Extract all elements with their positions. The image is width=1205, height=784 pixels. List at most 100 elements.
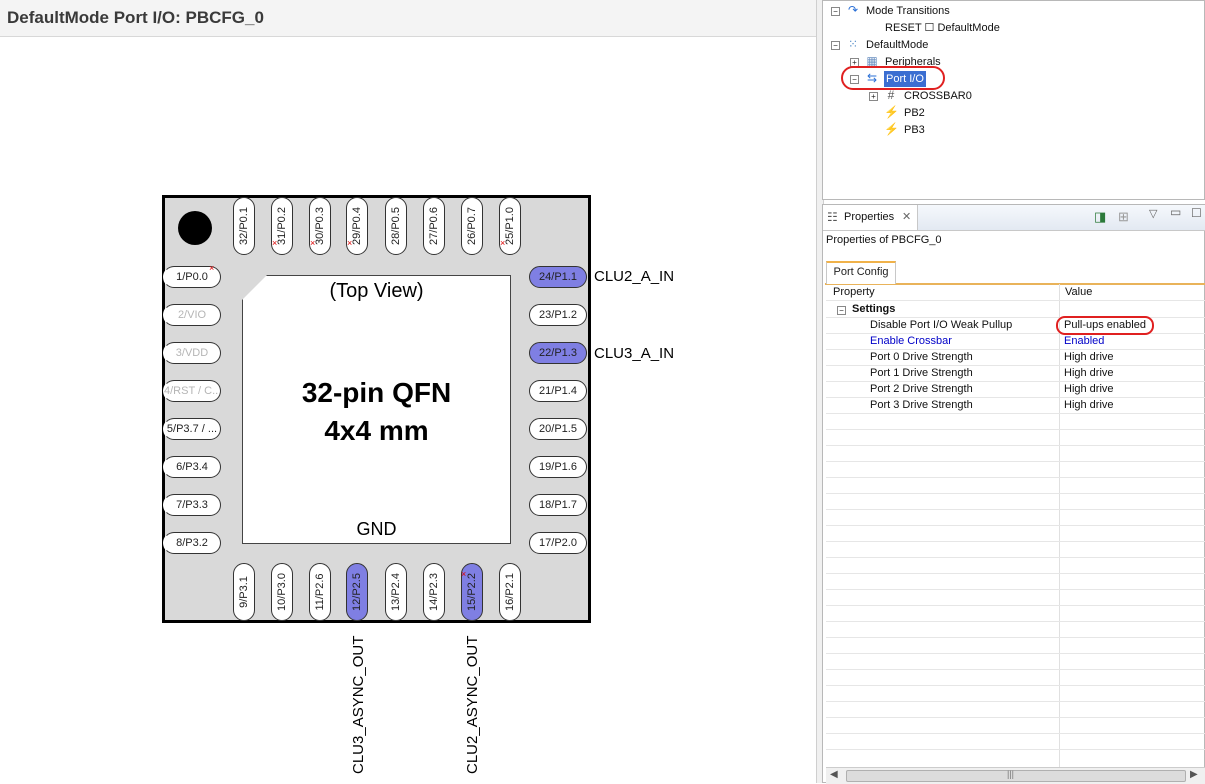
pin-9-p3-1[interactable]: 9/P3.1 [233,563,255,621]
scroll-right-icon[interactable]: ▶ [1190,769,1198,780]
pin-8-p3-2[interactable]: 8/P3.2 [163,532,221,554]
tree-item-pb3[interactable]: PB3 [904,124,925,136]
pin-20-p1-5[interactable]: 20/P1.5 [529,418,587,440]
property-name[interactable]: Disable Port I/O Weak Pullup [870,319,1013,331]
property-value[interactable]: High drive [1064,367,1114,379]
collapse-toggle-icon[interactable]: − [837,306,846,315]
scroll-left-icon[interactable]: ◀ [830,769,838,780]
row-divider [826,365,1205,366]
pin-19-p1-6[interactable]: 19/P1.6 [529,456,587,478]
pin-10-p3-0[interactable]: 10/P3.0 [271,563,293,621]
editor-title: DefaultMode Port I/O: PBCFG_0 [7,8,264,27]
row-divider [826,317,1205,318]
pin-21-p1-4[interactable]: 21/P1.4 [529,380,587,402]
pin-29-p0-4[interactable]: 29/P0.4 [346,197,368,255]
filter-icon[interactable]: ⊞ [1118,209,1129,224]
tree-item-port-io[interactable]: Port I/O [884,71,926,87]
pin-12-p2-5[interactable]: 12/P2.5 [346,563,368,621]
pin-7-p3-3[interactable]: 7/P3.3 [163,494,221,516]
port-io-icon: ⇆ [866,71,878,85]
tab-port-config[interactable]: Port Config [826,261,896,284]
pin-3-vdd[interactable]: 3/VDD [163,342,221,364]
pin-label: 26/P0.7 [466,207,478,245]
row-divider [826,493,1205,494]
property-name[interactable]: Enable Crossbar [870,335,952,347]
crossbar-grid-icon: # [887,88,895,102]
pin-5-p3-7[interactable]: 5/P3.7 / ... [163,418,221,440]
tree-item-crossbar0[interactable]: CROSSBAR0 [904,90,972,102]
pin-14-p2-3[interactable]: 14/P2.3 [423,563,445,621]
pin-30-p0-3[interactable]: 30/P0.3 [309,197,331,255]
property-name[interactable]: Port 3 Drive Strength [870,399,973,411]
row-divider [826,541,1205,542]
pin-23-p1-2[interactable]: 23/P1.2 [529,304,587,326]
pin-1-p0-0[interactable]: 1/P0.0 [163,266,221,288]
signal-clu2-a-in: CLU2_A_IN [594,268,675,285]
property-name[interactable]: Port 1 Drive Strength [870,367,973,379]
tree-item-reset-transition[interactable]: RESET ☐ DefaultMode [885,22,1000,34]
collapse-toggle-icon[interactable]: − [831,7,840,16]
highlight-callout [1056,316,1154,335]
pin-label: 29/P0.4 [351,207,363,245]
scroll-thumb[interactable]: ||| [846,769,1186,782]
pin-label: 31/P0.2 [276,207,288,245]
pin-11-p2-6[interactable]: 11/P2.6 [309,563,331,621]
package-size: 4x4 mm [324,415,429,446]
expand-toggle-icon[interactable]: + [869,92,878,101]
column-header-value[interactable]: Value [1065,286,1093,298]
tree-item-default-mode[interactable]: DefaultMode [866,39,929,51]
scroll-grip: ||| [1007,769,1015,779]
view-menu-icon[interactable]: ▽ [1149,208,1158,220]
tree-item-peripherals[interactable]: Peripherals [885,56,941,68]
peripherals-icon: ▦ [866,54,878,68]
properties-tab[interactable]: ☷ Properties ✕ [823,205,918,230]
property-value[interactable]: High drive [1064,383,1114,395]
pin-label: 28/P0.5 [390,207,402,245]
collapse-toggle-icon[interactable]: − [831,41,840,50]
pin-17-p2-0[interactable]: 17/P2.0 [529,532,587,554]
property-value[interactable]: High drive [1064,351,1114,363]
pin-27-p0-6[interactable]: 27/P0.6 [423,197,445,255]
row-divider [826,333,1205,334]
lightning-icon: ⚡ [884,122,899,136]
property-value[interactable]: High drive [1064,399,1114,411]
pin-label: 16/P2.1 [504,573,516,611]
pin-16-p2-1[interactable]: 16/P2.1 [499,563,521,621]
pin-22-p1-3[interactable]: 22/P1.3 [529,342,587,364]
column-header-property[interactable]: Property [833,286,875,298]
pin-18-p1-7[interactable]: 18/P1.7 [529,494,587,516]
pin-13-p2-4[interactable]: 13/P2.4 [385,563,407,621]
property-value[interactable]: Pull-ups enabled [1064,319,1146,331]
transition-arrow-icon: ↷ [847,3,859,17]
pin-label: 30/P0.3 [314,207,326,245]
property-name[interactable]: Port 2 Drive Strength [870,383,973,395]
property-name[interactable]: Port 0 Drive Strength [870,351,973,363]
package-label: 32-pin QFN 4x4 mm [242,374,511,450]
pin-4-rst[interactable]: 4/RST / C... [163,380,221,402]
close-icon[interactable]: ✕ [902,211,912,223]
pin-view-icon[interactable]: ◨ [1094,209,1107,224]
minimize-icon[interactable]: ▭ [1170,205,1182,219]
pin-15-p2-2[interactable]: 15/P2.2 [461,563,483,621]
property-value[interactable]: Enabled [1064,335,1105,347]
pin-25-p1-0[interactable]: 25/P1.0 [499,197,521,255]
pin-28-p0-5[interactable]: 28/P0.5 [385,197,407,255]
pin-32-p0-1[interactable]: 32/P0.1 [233,197,255,255]
skip-mark-icon: × [500,238,506,248]
maximize-icon[interactable]: ☐ [1191,206,1202,220]
pin-6-p3-4[interactable]: 6/P3.4 [163,456,221,478]
pin-label: 11/P2.6 [314,573,326,611]
horizontal-scrollbar[interactable]: ◀ ||| ▶ [826,767,1205,784]
row-divider [826,749,1205,750]
outline-tree [822,0,1205,200]
tree-item-pb2[interactable]: PB2 [904,107,925,119]
pin-24-p1-1[interactable]: 24/P1.1 [529,266,587,288]
pin-26-p0-7[interactable]: 26/P0.7 [461,197,483,255]
row-divider [826,637,1205,638]
tree-item-mode-transitions[interactable]: Mode Transitions [866,5,950,17]
row-divider [826,397,1205,398]
pin-2-vio[interactable]: 2/VIO [163,304,221,326]
skip-mark-icon: × [461,569,467,579]
signal-clu3-async-out: CLU3_ASYNC_OUT [350,635,367,774]
pin-31-p0-2[interactable]: 31/P0.2 [271,197,293,255]
